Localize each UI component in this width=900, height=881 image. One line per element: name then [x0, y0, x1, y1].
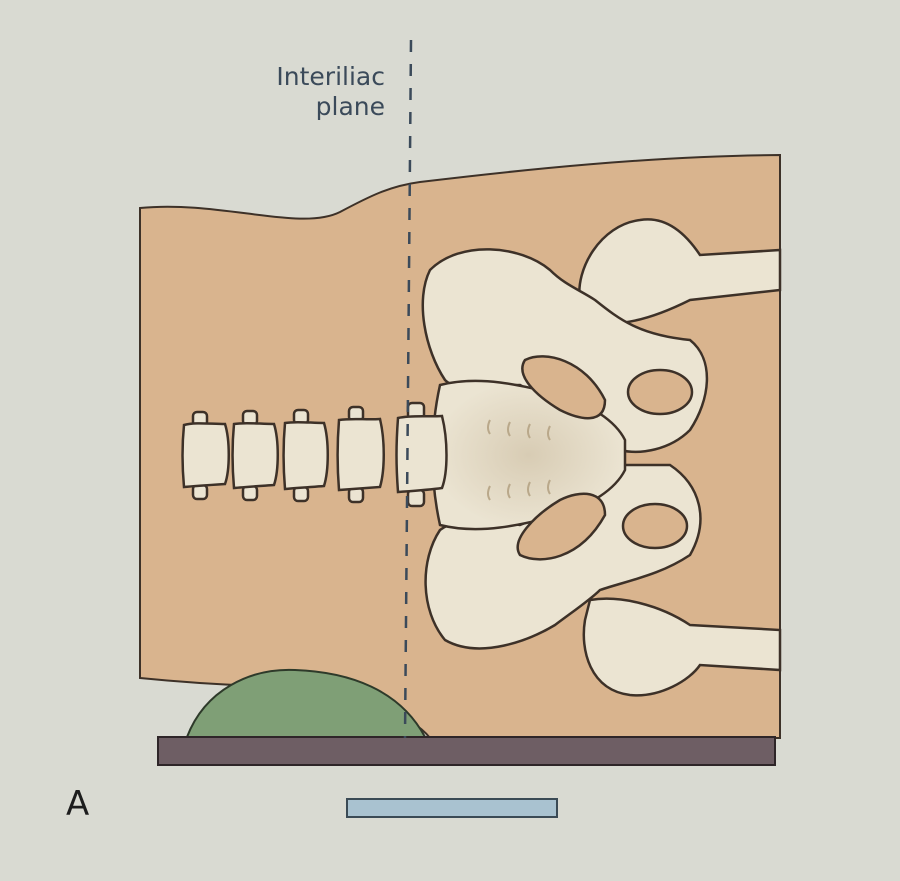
- detector-bar: [346, 798, 558, 818]
- femur-upper: [578, 218, 782, 325]
- label-line-2: plane: [315, 92, 385, 121]
- obturator-foramen-upper: [626, 368, 694, 416]
- vertebra-1: [181, 410, 230, 501]
- cushion-wedge: [185, 668, 427, 738]
- pelvic-inlet-upper: [521, 355, 607, 420]
- interiliac-plane-line: [403, 39, 413, 739]
- femur-lower: [582, 597, 782, 697]
- interiliac-plane-label: Interiliac plane: [230, 62, 385, 122]
- vertebra-2: [231, 409, 279, 502]
- pelvic-inlet-lower: [516, 492, 607, 561]
- sacral-foramina: [487, 419, 551, 501]
- panel-label: A: [66, 784, 90, 824]
- vertebra-3: [282, 408, 329, 503]
- pelvis: [421, 218, 782, 697]
- label-line-1: Interiliac: [276, 62, 385, 91]
- obturator-foramen-lower: [621, 502, 689, 550]
- vertebra-4: [336, 405, 385, 504]
- table-surface: [157, 736, 776, 766]
- lumbar-vertebrae: [181, 401, 448, 508]
- vertebra-5: [395, 401, 448, 508]
